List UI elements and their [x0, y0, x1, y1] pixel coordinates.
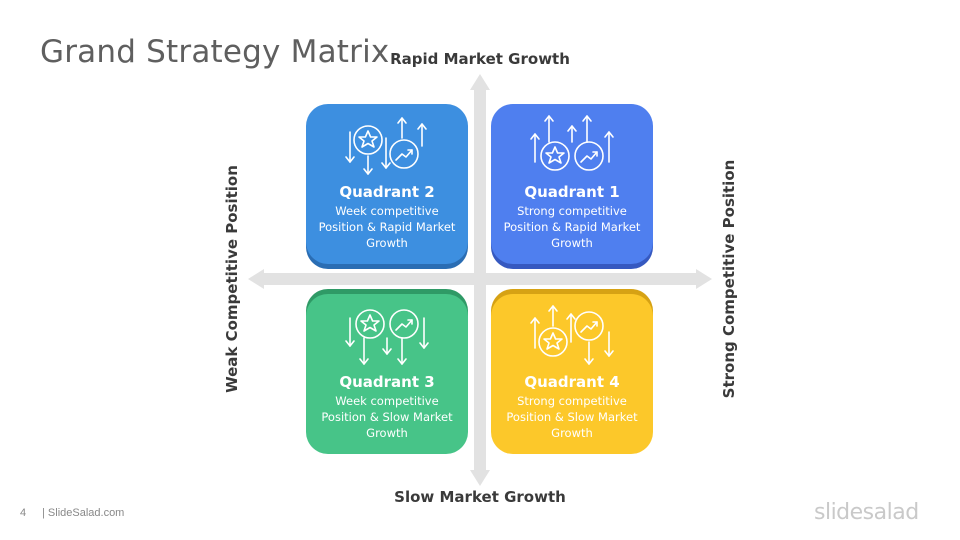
- axis-label-left: Weak Competitive Position: [223, 165, 241, 393]
- quadrant-title: Quadrant 4: [524, 373, 620, 391]
- quadrant-title: Quadrant 3: [339, 373, 435, 391]
- page-number: 4: [20, 507, 27, 519]
- axis-label-right: Strong Competitive Position: [720, 159, 738, 399]
- quadrant-description: Strong competitive Position & Rapid Mark…: [503, 204, 641, 250]
- quadrant-description: Strong competitive Position & Slow Marke…: [506, 394, 638, 440]
- footer-site-link: | SlideSalad.com: [42, 507, 125, 519]
- quadrant-1-card: Quadrant 1 Strong competitive Position &…: [491, 104, 653, 264]
- star-growth-arrows-icon: [345, 309, 429, 365]
- star-growth-arrows-icon: [530, 305, 614, 365]
- quadrant-2-card: Quadrant 2 Week competitive Position & R…: [306, 104, 468, 264]
- brand-logo: slidesalad: [814, 500, 919, 525]
- quadrant-description: Week competitive Position & Rapid Market…: [318, 204, 456, 250]
- quadrant-3-card: Quadrant 3 Week competitive Position & S…: [306, 294, 468, 454]
- star-growth-arrows-icon: [530, 115, 614, 171]
- axis-label-top: Rapid Market Growth: [390, 50, 570, 68]
- axis-label-bottom: Slow Market Growth: [394, 488, 566, 506]
- quadrant-4-card: Quadrant 4 Strong competitive Position &…: [491, 294, 653, 454]
- slide-title: Grand Strategy Matrix: [40, 34, 390, 70]
- quadrant-title: Quadrant 2: [339, 183, 435, 201]
- quadrant-description: Week competitive Position & Slow Market …: [321, 394, 453, 440]
- quadrant-title: Quadrant 1: [524, 183, 620, 201]
- star-growth-arrows-icon: [345, 117, 427, 175]
